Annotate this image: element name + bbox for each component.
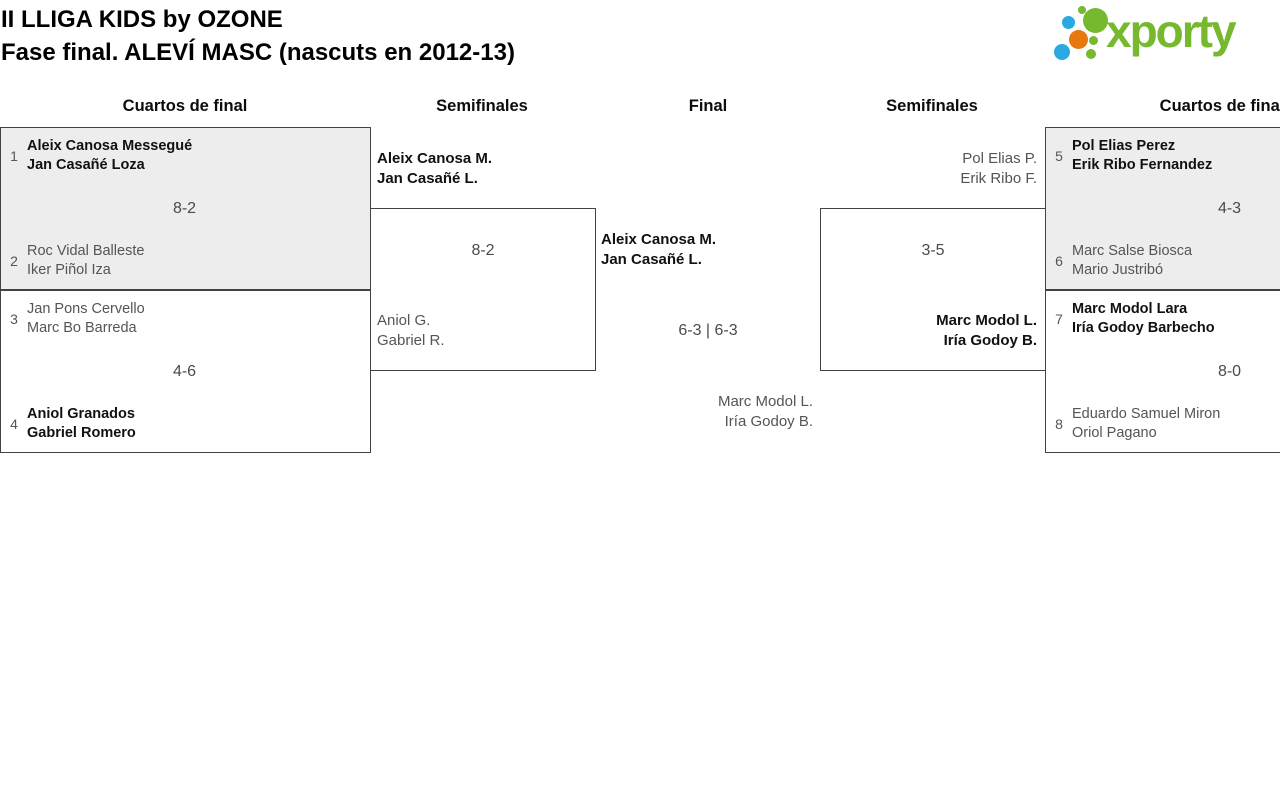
team-name: Pol Elias Perez Erik Ribo Fernandez [1072, 137, 1212, 175]
player-name: Aleix Canosa M. [601, 231, 717, 248]
player-name: Iría Godoy B. [943, 331, 1037, 349]
page-title: II LLIGA KIDS by OZONE Fase final. ALEVÍ… [1, 3, 515, 69]
match-box-qf2: 3 Jan Pons Cervello Marc Bo Barreda 4-6 … [0, 290, 371, 453]
player-name: Mario Justribó [1072, 262, 1164, 278]
round-header-semifinals-right: Semifinales [886, 97, 978, 115]
seed-number: 2 [10, 253, 18, 269]
round-header-quarterfinals-right: Cuartos de final [1159, 97, 1280, 115]
player-name: Jan Casañé L. [377, 169, 478, 187]
team-row: 5 Pol Elias Perez Erik Ribo Fernandez [1052, 137, 1280, 175]
final-score: 6-3 | 6-3 [678, 322, 738, 339]
team-row: 8 Eduardo Samuel Miron Oriol Pagano [1052, 405, 1280, 443]
match-box-qf1: 1 Aleix Canosa Messegué Jan Casañé Loza … [0, 127, 371, 290]
player-name: Marc Salse Biosca [1072, 243, 1193, 259]
round-header-quarterfinals-left: Cuartos de final [122, 97, 248, 115]
team-row: 7 Marc Modol Lara Iría Godoy Barbecho [1052, 300, 1280, 338]
match-box-sf1 [370, 208, 596, 371]
player-name: Pol Elias Perez [1072, 138, 1176, 154]
logo-dot-icon [1083, 8, 1108, 33]
player-name: Oriol Pagano [1072, 425, 1157, 441]
team-name: Marc Modol L. Iría Godoy B. [936, 311, 1037, 350]
team-name: Jan Pons Cervello Marc Bo Barreda [27, 300, 145, 338]
final-runnerup-team-name: Marc Modol L. Iría Godoy B. [718, 392, 813, 431]
seed-number: 1 [10, 148, 18, 164]
logo-dot-icon [1054, 44, 1070, 60]
team-row: 1 Aleix Canosa Messegué Jan Casañé Loza [7, 137, 362, 175]
team-name: Eduardo Samuel Miron Oriol Pagano [1072, 405, 1220, 443]
player-name: Erik Ribo F. [960, 169, 1037, 187]
seed-number: 8 [1055, 416, 1063, 432]
logo-dot-icon [1062, 16, 1075, 29]
player-name: Aleix Canosa Messegué [27, 138, 193, 154]
xporty-logo-text: xporty [1106, 5, 1237, 57]
match-box-sf2 [820, 208, 1046, 371]
team-name: Aniol G. Gabriel R. [377, 311, 445, 350]
player-name: Jan Casañé Loza [27, 157, 145, 173]
player-name: Gabriel Romero [27, 425, 136, 441]
team-name: Marc Salse Biosca Mario Justribó [1072, 242, 1192, 280]
team-name: Aleix Canosa Messegué Jan Casañé Loza [27, 137, 192, 175]
phase-name: Fase final. ALEVÍ MASC (nascuts en 2012-… [1, 39, 515, 66]
match-score: 8-2 [471, 242, 495, 259]
player-name: Iker Piñol Iza [27, 262, 111, 278]
player-name: Aleix Canosa M. [377, 150, 493, 167]
match-score: 4-3 [1217, 199, 1242, 217]
final-winner-team-name: Aleix Canosa M. Jan Casañé L. [601, 230, 716, 269]
match-score: 3-5 [921, 242, 945, 259]
seed-number: 5 [1055, 148, 1063, 164]
team-name: Aleix Canosa M. Jan Casañé L. [377, 149, 492, 188]
match-score: 8-2 [172, 199, 197, 217]
logo-dot-icon [1069, 30, 1088, 49]
player-name: Eduardo Samuel Miron [1072, 406, 1221, 422]
team-row: 6 Marc Salse Biosca Mario Justribó [1052, 242, 1280, 280]
team-row: 3 Jan Pons Cervello Marc Bo Barreda [7, 300, 362, 338]
tournament-name: II LLIGA KIDS by OZONE [1, 6, 283, 33]
player-name: Marc Bo Barreda [27, 320, 137, 336]
logo-dot-icon [1078, 6, 1086, 14]
seed-number: 7 [1055, 311, 1063, 327]
logo-dot-icon [1089, 36, 1098, 45]
player-name: Marc Modol L. [717, 393, 813, 410]
team-row: 2 Roc Vidal Balleste Iker Piñol Iza [7, 242, 362, 280]
seed-number: 3 [10, 311, 18, 327]
player-name: Gabriel R. [377, 331, 445, 349]
match-score: 4-6 [172, 362, 197, 380]
round-header-semifinals-left: Semifinales [436, 97, 528, 115]
team-name: Marc Modol Lara Iría Godoy Barbecho [1072, 300, 1215, 338]
team-name: Roc Vidal Balleste Iker Piñol Iza [27, 242, 144, 280]
player-name: Erik Ribo Fernandez [1072, 157, 1213, 173]
player-name: Pol Elias P. [962, 150, 1037, 167]
seed-number: 6 [1055, 253, 1063, 269]
match-box-qf4: 7 Marc Modol Lara Iría Godoy Barbecho 8-… [1045, 290, 1280, 453]
seed-number: 4 [10, 416, 18, 432]
team-name: Aniol Granados Gabriel Romero [27, 405, 136, 443]
player-name: Iría Godoy Barbecho [1072, 320, 1215, 336]
round-header-final: Final [688, 97, 728, 115]
player-name: Marc Modol L. [936, 312, 1037, 329]
player-name: Aniol Granados [27, 406, 135, 422]
player-name: Aniol G. [377, 312, 431, 329]
match-score: 8-0 [1217, 362, 1242, 380]
player-name: Iría Godoy B. [724, 412, 813, 430]
player-name: Jan Pons Cervello [27, 301, 145, 317]
match-box-qf3: 5 Pol Elias Perez Erik Ribo Fernandez 4-… [1045, 127, 1280, 290]
team-name: Pol Elias P. Erik Ribo F. [960, 149, 1037, 188]
player-name: Jan Casañé L. [601, 250, 702, 268]
player-name: Roc Vidal Balleste [27, 243, 145, 259]
player-name: Marc Modol Lara [1072, 301, 1188, 317]
xporty-logo[interactable]: xporty [1050, 2, 1272, 68]
logo-dot-icon [1086, 49, 1096, 59]
team-row: 4 Aniol Granados Gabriel Romero [7, 405, 362, 443]
